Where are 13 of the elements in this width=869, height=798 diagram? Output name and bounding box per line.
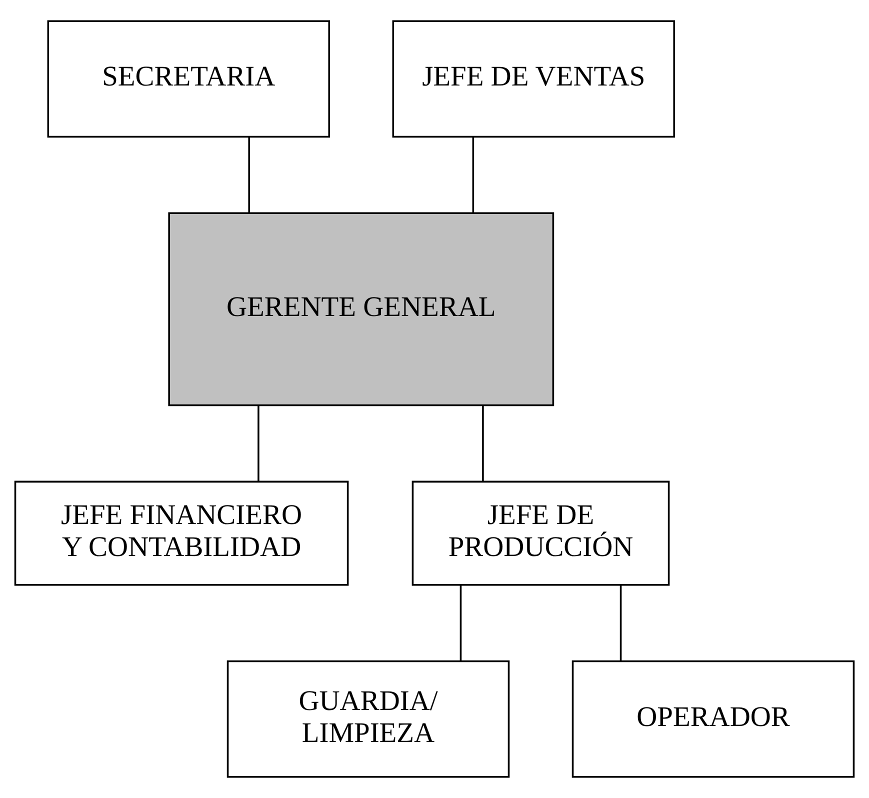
connector <box>482 406 484 482</box>
connector <box>248 137 250 214</box>
node-box: SECRETARIA <box>47 20 330 138</box>
connector <box>460 585 462 662</box>
node-box: GUARDIA/ LIMPIEZA <box>226 660 510 778</box>
connector <box>258 406 260 482</box>
node-box: GERENTE GENERAL <box>168 212 554 406</box>
node-box: JEFE DE PRODUCCIÓN <box>412 480 670 586</box>
node-box: JEFE DE VENTAS <box>392 20 676 138</box>
node-box: JEFE FINANCIERO Y CONTABILIDAD <box>14 480 349 586</box>
node-box: OPERADOR <box>572 660 855 778</box>
connector <box>472 137 474 214</box>
connector <box>620 585 622 662</box>
